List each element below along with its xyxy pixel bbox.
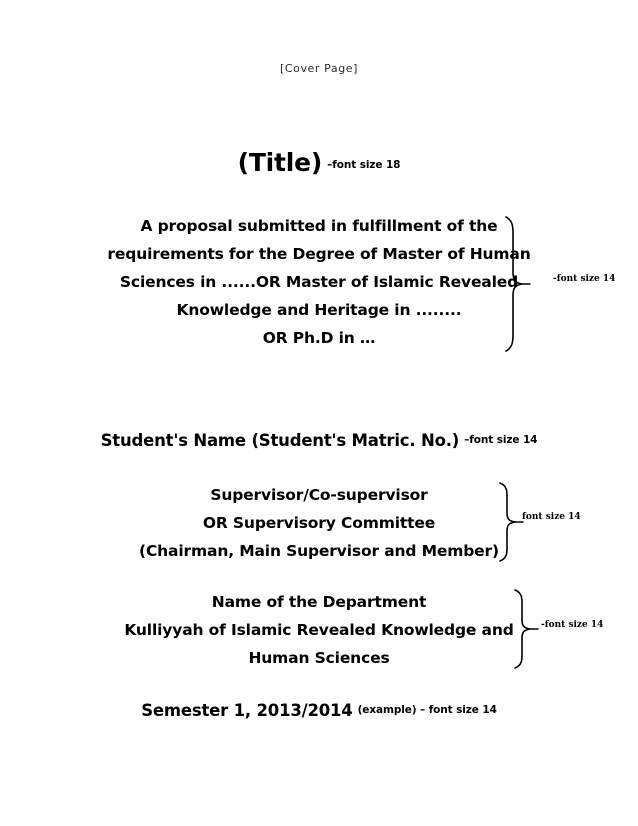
department-line-2: Kulliyyah of Islamic Revealed Knowledge … [124,621,514,639]
department-line-3: Human Sciences [248,649,390,667]
proposal-line-4: Knowledge and Heritage in ........ [176,301,462,319]
proposal-line-5: OR Ph.D in … [262,329,376,347]
curly-brace-icon-department [509,587,543,671]
department-font-size-annotation: -font size 14 [541,620,604,630]
supervisor-line-3: (Chairman, Main Supervisor and Member) [139,542,499,560]
student-name-text: Student's Name (Student's Matric. No.) [100,431,460,450]
title-font-size-annotation: –font size 18 [327,159,401,171]
cover-page-marker: [Cover Page] [279,62,359,75]
student-row: Student's Name (Student's Matric. No.) –f… [0,431,638,450]
title-row: (Title) –font size 18 [0,148,638,177]
supervisor-line-2: OR Supervisory Committee [202,514,436,532]
supervisor-line-1: Supervisor/Co-supervisor [210,486,428,504]
semester-row: Semester 1, 2013/2014 (example) – font si… [0,701,638,720]
page-title: (Title) [237,148,323,177]
curly-brace-icon-proposal [500,214,534,354]
student-font-size-annotation: –font size 14 [464,434,538,446]
proposal-font-size-annotation: -font size 14 [553,274,616,284]
supervisor-font-size-annotation: font size 14 [522,512,581,522]
department-line-1: Name of the Department [211,593,427,611]
proposal-line-1: A proposal submitted in fulfillment of t… [140,217,498,235]
semester-text: Semester 1, 2013/2014 [141,701,353,720]
proposal-line-3: Sciences in ......OR Master of Islamic R… [119,273,519,291]
proposal-line-2: requirements for the Degree of Master of… [107,245,531,263]
curly-brace-icon-supervisor [494,480,528,564]
semester-font-size-annotation: (example) – font size 14 [357,704,497,716]
